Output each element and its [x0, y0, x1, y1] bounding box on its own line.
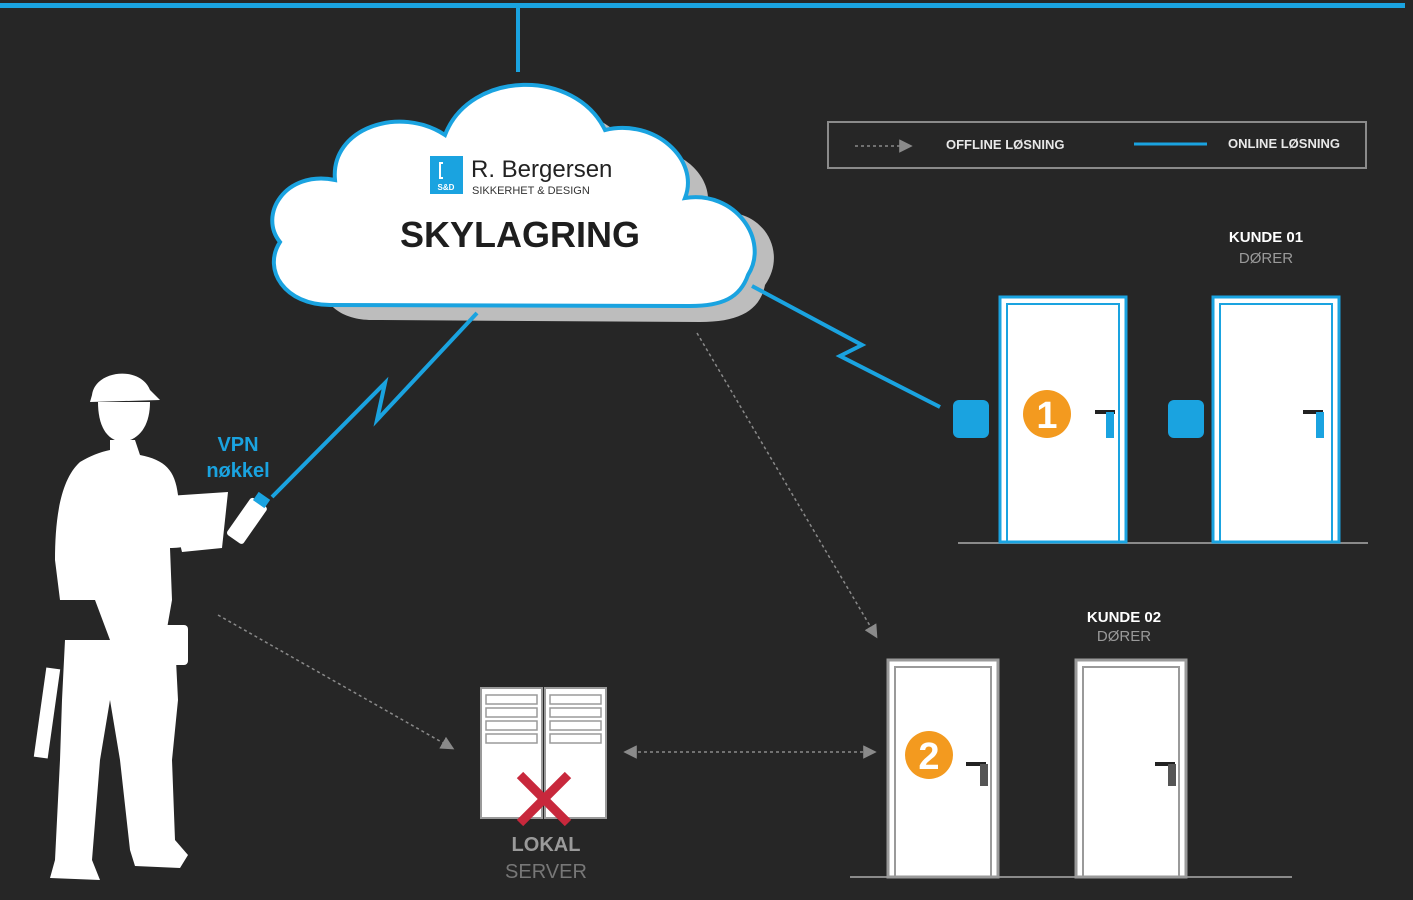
legend: OFFLINE LØSNING ONLINE LØSNING	[827, 121, 1367, 169]
technician-icon	[33, 373, 228, 880]
company-logo: S&D	[430, 156, 463, 194]
vpn-key-icon	[227, 491, 271, 544]
technician-to-server-offline	[217, 614, 455, 750]
server-icon	[480, 687, 607, 819]
customer1-title: KUNDE 01	[1229, 229, 1303, 246]
x-mark-icon	[516, 771, 572, 827]
cloud-title: SKYLAGRING	[400, 214, 640, 255]
customer1-badge	[1023, 390, 1071, 438]
company-name: R. Bergersen	[471, 156, 612, 183]
legend-offline-label: OFFLINE LØSNING	[946, 137, 1064, 152]
vpn-online-connection	[270, 311, 479, 499]
customer2-title: KUNDE 02	[1087, 609, 1161, 626]
logo-mark: S&D	[438, 183, 455, 192]
cloud-to-customer2-offline	[696, 332, 878, 639]
server-label-line1: LOKAL	[512, 834, 581, 856]
company-tagline: SIKKERHET & DESIGN	[472, 185, 590, 197]
customer2-subtitle: DØRER	[1097, 628, 1151, 645]
cloud-icon	[270, 82, 774, 323]
vpn-label-line2: nøkkel	[206, 460, 269, 482]
server-label-line2: SERVER	[505, 861, 587, 883]
card-reader-icon	[953, 400, 989, 438]
door-icon	[1074, 658, 1188, 879]
top-network-line	[0, 3, 1405, 8]
vpn-label-line1: VPN	[217, 434, 258, 456]
customer1-subtitle: DØRER	[1239, 250, 1293, 267]
legend-online-label: ONLINE LØSNING	[1228, 136, 1340, 151]
door-icon	[1211, 295, 1341, 544]
customer2-badge	[905, 731, 953, 779]
card-reader-icon	[1168, 400, 1204, 438]
customer1-online-connection	[751, 284, 941, 409]
customer1-badge-number: 1	[1036, 395, 1057, 437]
customer2-badge-number: 2	[918, 736, 939, 778]
